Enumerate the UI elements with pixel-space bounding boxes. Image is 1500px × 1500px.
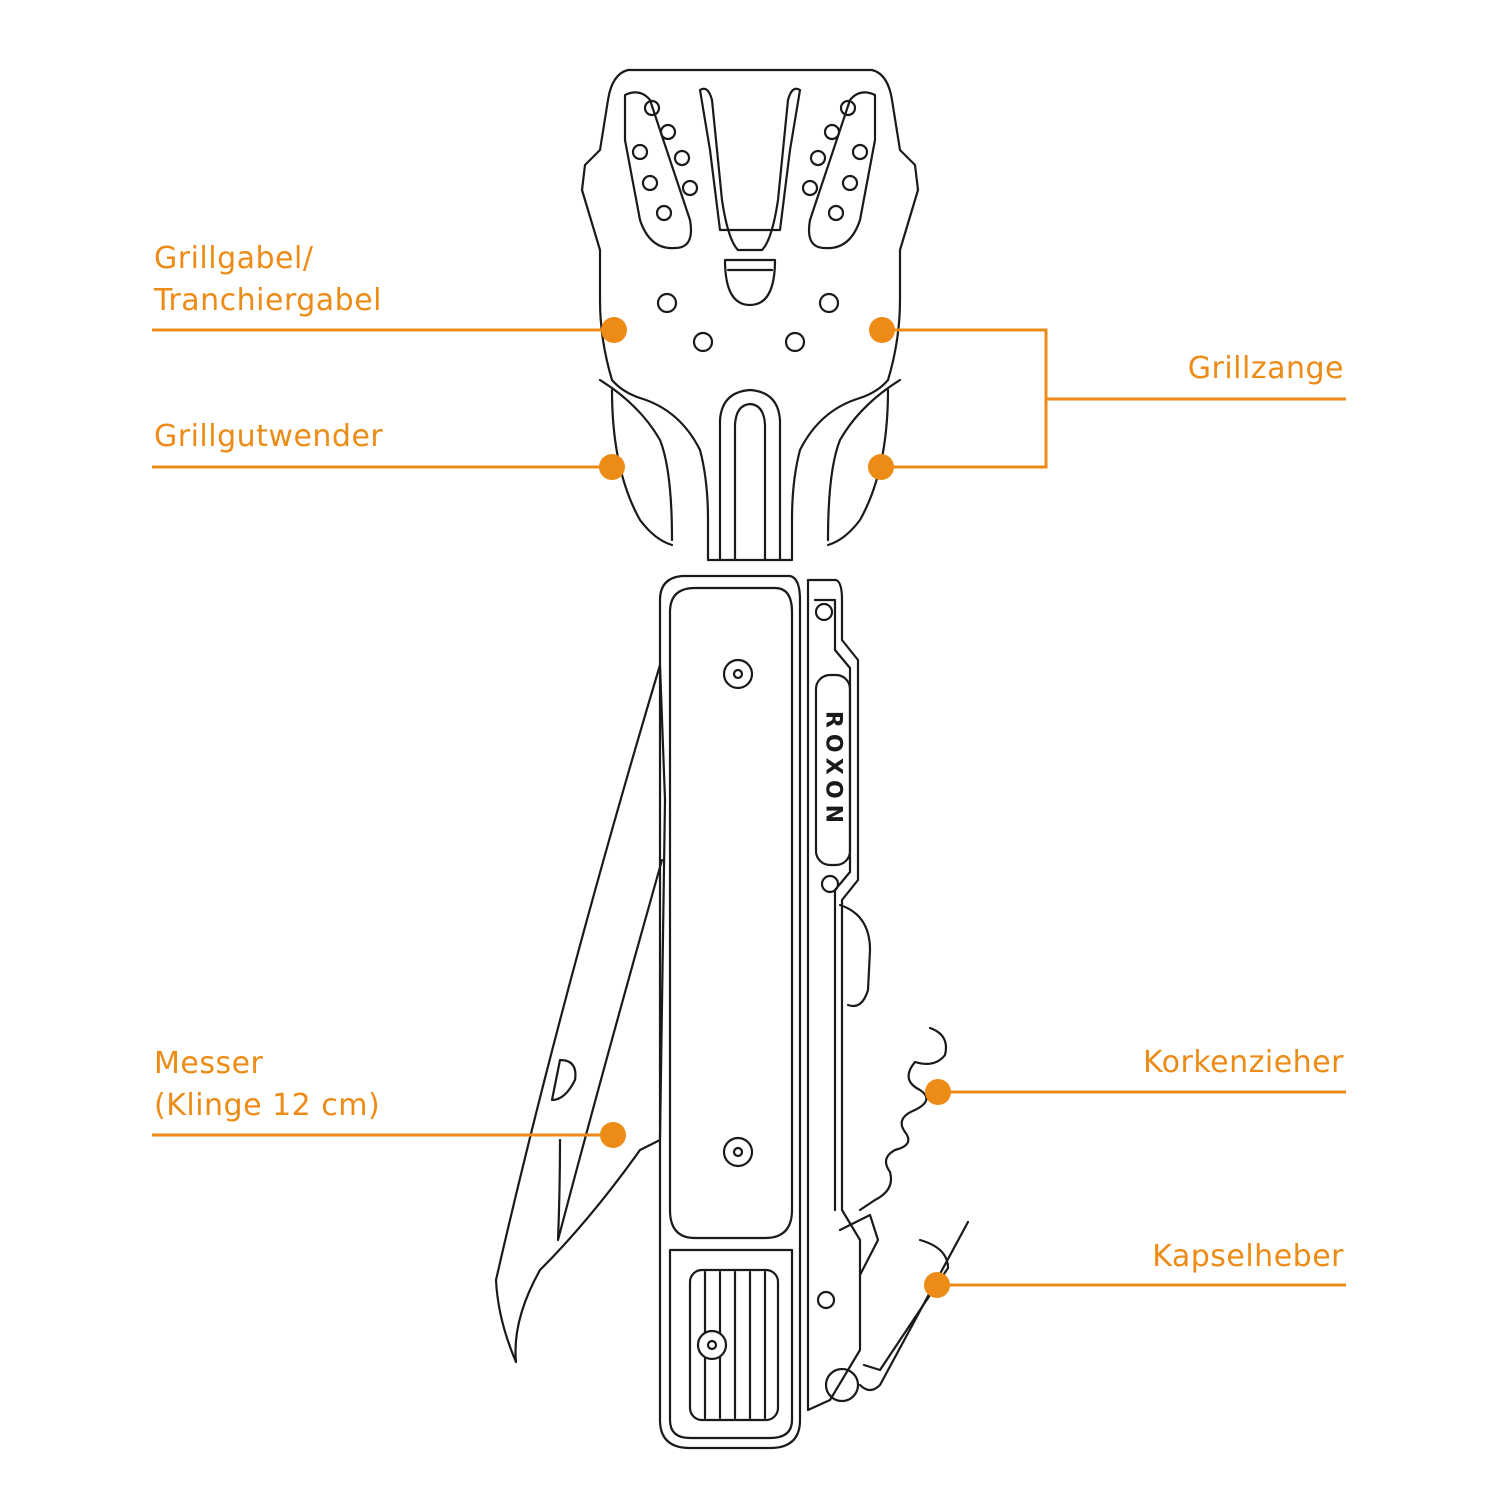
brand-logo: ROXON xyxy=(821,711,846,829)
korkenzieher-dot xyxy=(925,1079,951,1105)
grillzange-dot-upper xyxy=(869,317,895,343)
grillzange-bracket xyxy=(881,328,1048,469)
label-korkenzieher-line1: Korkenzieher xyxy=(1143,1045,1344,1080)
messer-blade xyxy=(494,663,667,1364)
grillgutwender-head xyxy=(580,68,920,562)
korkenzieher-spiral xyxy=(838,903,948,1212)
label-kapselheber-line1: Kapselheber xyxy=(1152,1239,1344,1274)
messer-dot xyxy=(600,1122,626,1148)
kapselheber-arm xyxy=(824,1213,970,1403)
label-grillgutwender-line1: Grillgutwender xyxy=(154,419,384,454)
kapselheber-dot xyxy=(924,1272,950,1298)
label-grillgabel-line2: Tranchiergabel xyxy=(154,283,383,318)
label-grillgabel: Grillgabel/ Tranchiergabel xyxy=(154,238,382,322)
label-messer-line2: (Klinge 12 cm) xyxy=(154,1088,381,1123)
grillzange-dot-lower xyxy=(868,454,894,480)
label-korkenzieher: Korkenzieher xyxy=(1143,1042,1344,1084)
brand-logo-text: ROXON xyxy=(820,710,846,830)
label-grillgutwender: Grillgutwender xyxy=(154,416,383,458)
label-kapselheber: Kapselheber xyxy=(1152,1236,1344,1278)
grillgutwender-dot xyxy=(599,454,625,480)
label-grillzange-line1: Grillzange xyxy=(1187,351,1344,386)
label-messer-line1: Messer xyxy=(154,1046,264,1081)
label-grillzange: Grillzange xyxy=(1188,348,1344,390)
handle-body xyxy=(658,574,802,1450)
label-grillgabel-line1: Grillgabel/ xyxy=(154,241,314,276)
label-messer: Messer (Klinge 12 cm) xyxy=(154,1043,380,1127)
side-frame xyxy=(806,578,862,1412)
grillgabel-dot xyxy=(601,317,627,343)
